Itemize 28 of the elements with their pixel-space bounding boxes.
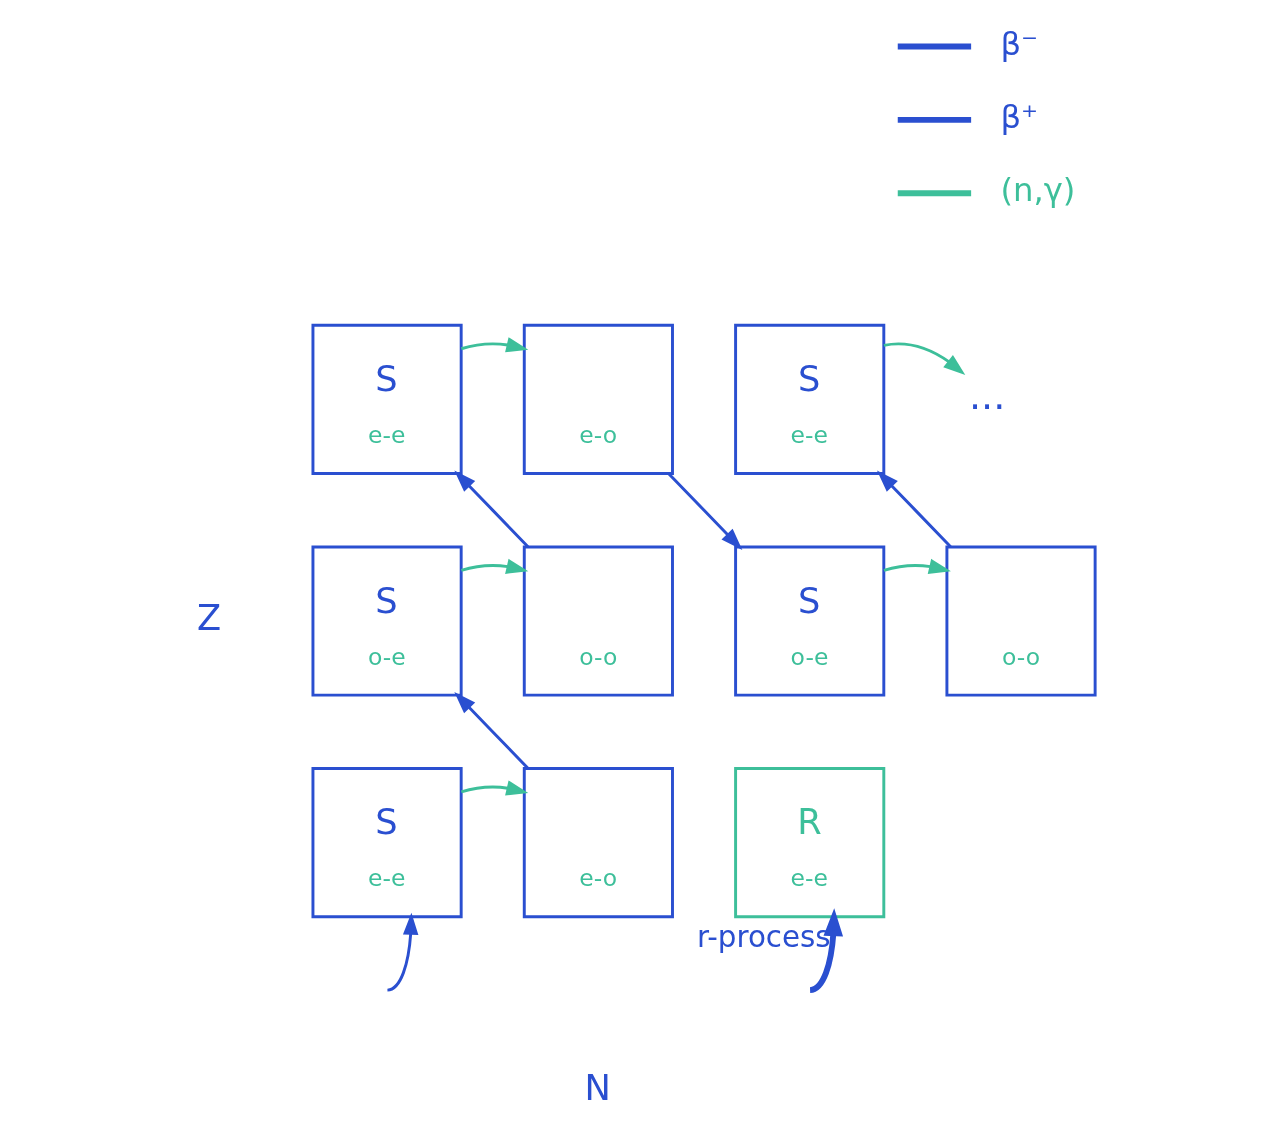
node-box: S e-e — [311, 323, 463, 476]
legend-label: (n,γ) — [1000, 171, 1076, 210]
arrow — [883, 558, 951, 574]
legend-label: β⁻ — [1000, 24, 1039, 63]
legend-label: β⁺ — [1000, 98, 1039, 137]
node-box: e-o — [522, 767, 674, 919]
arrow — [876, 470, 952, 548]
arrow — [809, 908, 844, 993]
arrow — [883, 342, 966, 375]
node-box: o-o — [945, 545, 1097, 697]
arrow — [454, 692, 529, 770]
node-box: S e-e — [734, 323, 886, 476]
arrow — [667, 472, 743, 550]
arrow — [454, 470, 529, 548]
label: Z — [197, 597, 222, 639]
arrow — [460, 780, 529, 796]
node-box: S o-e — [734, 545, 886, 697]
arrow — [460, 558, 529, 574]
node-box: S e-e — [311, 767, 463, 919]
node-box: e-o — [522, 323, 674, 476]
node-text: ... — [968, 373, 1006, 418]
label: N — [584, 1067, 611, 1109]
node-box: R e-e — [734, 767, 886, 919]
arrow — [387, 912, 419, 992]
edge-label: r-process — [697, 919, 831, 954]
node-box: o-o — [522, 545, 674, 697]
node-box: S o-e — [311, 545, 463, 697]
arrow — [460, 337, 529, 353]
